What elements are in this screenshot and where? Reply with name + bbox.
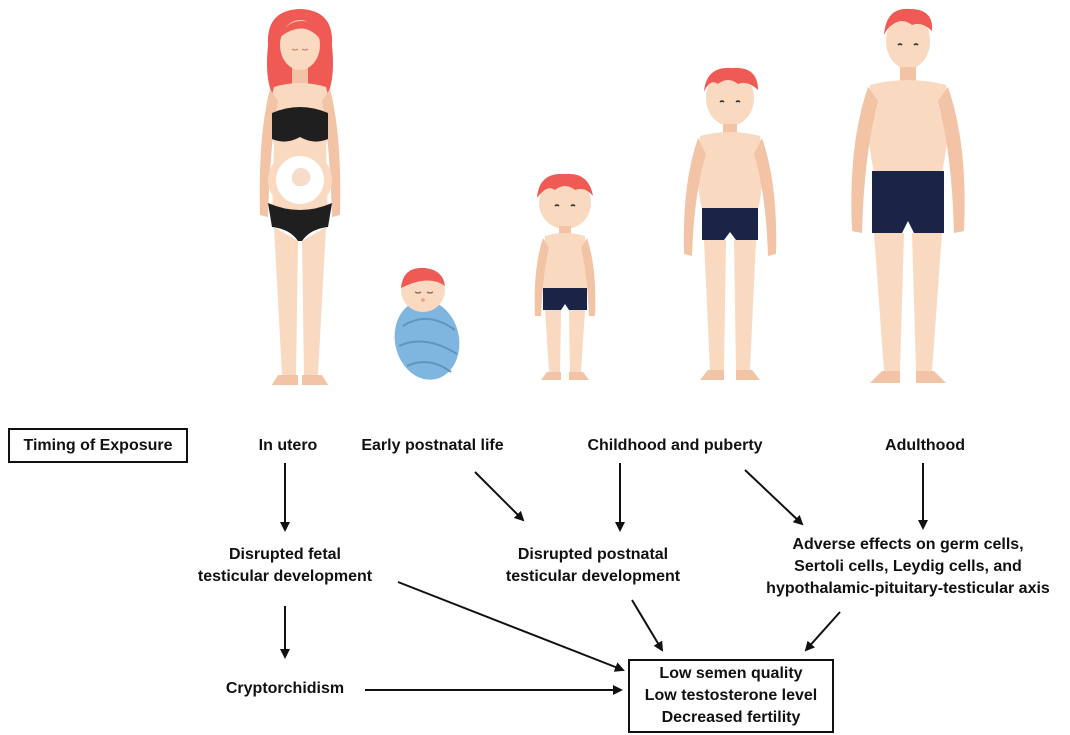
arrow-early-postnatal-to-postnatal xyxy=(475,472,523,520)
arrow-adverse-to-outcomes xyxy=(806,612,840,650)
arrow-fetal-to-outcomes xyxy=(398,582,623,670)
arrow-childhood-to-adverse xyxy=(745,470,802,524)
arrow-postnatal-to-outcomes xyxy=(632,600,662,650)
